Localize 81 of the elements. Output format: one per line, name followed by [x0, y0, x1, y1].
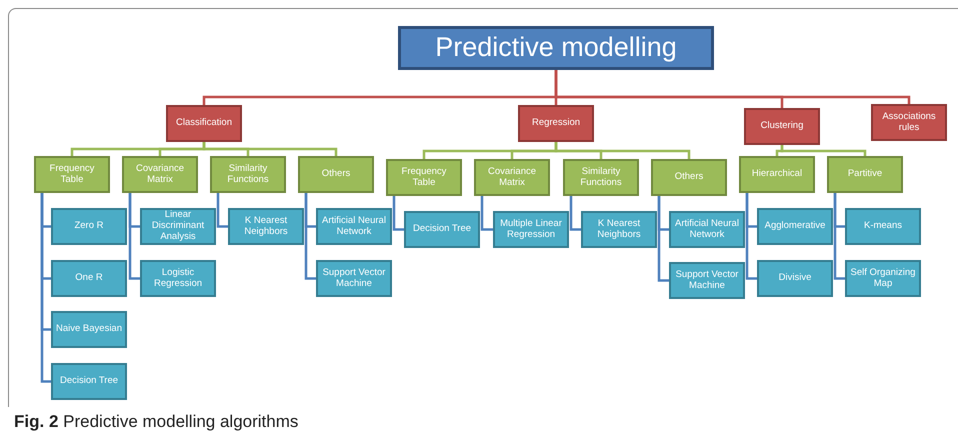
subcategory-box — [386, 159, 462, 196]
algorithm-box — [669, 262, 745, 299]
connector-line — [570, 196, 581, 231]
connector-line — [392, 196, 404, 231]
connector-line — [202, 142, 338, 156]
node-text: Self Organizing Map — [850, 268, 916, 290]
category-box — [871, 104, 947, 141]
connector-line — [554, 70, 910, 104]
node-text: K-means — [864, 221, 902, 232]
algorithm-box — [51, 260, 127, 297]
connector-line — [304, 193, 316, 280]
connector-line — [658, 196, 669, 282]
subcategory-box — [827, 156, 903, 193]
node-text: Decision Tree — [412, 224, 472, 235]
node-text: Frequency Table — [48, 164, 96, 186]
node-text: Linear Discriminant Analysis — [150, 210, 206, 243]
algorithm-box — [51, 208, 127, 245]
connector-line — [834, 193, 845, 280]
connector-line — [746, 193, 757, 280]
algorithm-box — [757, 260, 833, 297]
connector-line — [216, 193, 228, 228]
node-text: Predictive modelling — [435, 32, 677, 64]
node-text: Partitive — [848, 169, 882, 180]
node-text: Artificial Neural Network — [321, 216, 387, 238]
connector-line — [40, 193, 51, 383]
node-text: Support Vector Machine — [674, 270, 740, 292]
algorithm-box — [51, 311, 127, 348]
node-text: Frequency Table — [400, 166, 448, 188]
subcategory-box — [563, 159, 639, 196]
subcategory-box — [651, 159, 727, 196]
node-text: Divisive — [778, 273, 812, 284]
algorithm-box — [581, 211, 657, 248]
algorithm-box — [845, 260, 921, 297]
connector-line — [780, 145, 866, 156]
algorithm-box — [757, 208, 833, 245]
node-text: Logistic Regression — [152, 268, 204, 290]
node-text: Zero R — [74, 221, 104, 232]
algorithm-box — [404, 211, 480, 248]
algorithm-box — [140, 260, 216, 297]
node-text: K Nearest Neighbors — [243, 216, 289, 238]
node-text: Artificial Neural Network — [674, 218, 740, 240]
subcategory-box — [34, 156, 110, 193]
algorithm-box — [493, 211, 569, 248]
node-text: Similarity Functions — [226, 164, 270, 186]
node-text: Clustering — [760, 121, 804, 132]
algorithm-box — [669, 211, 745, 248]
algorithm-box — [51, 363, 127, 400]
node-text: Hierarchical — [752, 169, 802, 180]
node-text: Others — [674, 172, 704, 183]
node-text: Multiple Linear Regression — [499, 218, 563, 240]
node-text: Others — [322, 169, 350, 180]
node-text: Regression — [532, 118, 580, 129]
node-text: Covariance Matrix — [134, 164, 186, 186]
figure-caption: Fig. 2 Predictive modelling algorithms — [14, 412, 298, 432]
subcategory-box — [298, 156, 374, 193]
node-text: Naive Bayesian — [56, 324, 122, 335]
node-text: K Nearest Neighbors — [596, 218, 642, 240]
node-text: Covariance Matrix — [486, 166, 538, 188]
connector-line — [128, 193, 140, 280]
node-text: Decision Tree — [60, 376, 118, 387]
algorithm-box — [228, 208, 304, 245]
node-text: Support Vector Machine — [322, 268, 386, 290]
subcategory-box — [474, 159, 550, 196]
connector-line — [480, 196, 493, 231]
node-text: Classification — [176, 118, 232, 129]
category-box — [518, 105, 594, 142]
subcategory-box — [210, 156, 286, 193]
node-text: Agglomerative — [764, 221, 826, 232]
subcategory-box — [739, 156, 815, 193]
subcategory-box — [122, 156, 198, 193]
node-text: One R — [75, 273, 103, 284]
title-box — [398, 26, 714, 70]
algorithm-box — [316, 260, 392, 297]
algorithm-box — [316, 208, 392, 245]
category-box — [166, 105, 242, 142]
category-box — [744, 108, 820, 145]
algorithm-box — [845, 208, 921, 245]
node-text: Associations rules — [881, 112, 937, 134]
connector-line — [554, 142, 690, 159]
node-text: Similarity Functions — [579, 166, 623, 188]
algorithm-box — [140, 208, 216, 245]
